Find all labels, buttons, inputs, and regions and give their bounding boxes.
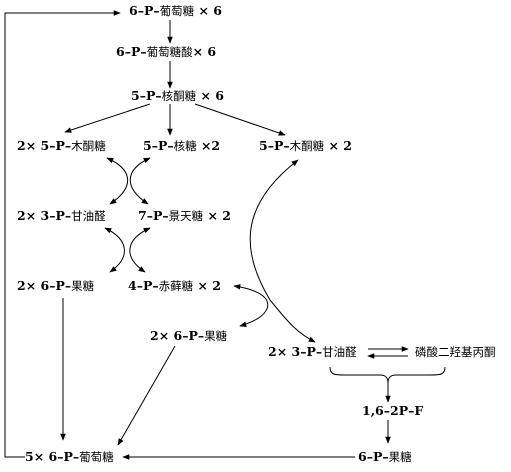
arc-xu5p-to-e4p: [249, 159, 299, 301]
cross-2-b: [129, 227, 151, 273]
arc-to-ga3p: [269, 299, 316, 343]
node-glyceraldehyde-3-phosphate-left: 2× 3–P–甘油醛: [17, 208, 106, 224]
node-dihydroxyacetone-phosphate: 磷酸二羟基丙酮: [415, 345, 496, 359]
node-fructose-6-phosphate-bottom: 6–P–果糖: [358, 449, 412, 465]
node-glyceraldehyde-3-phosphate-right: 2× 3–P–甘油醛: [268, 344, 357, 360]
node-xylulose-5-phosphate-right: 5–P–木酮糖 × 2: [259, 138, 352, 154]
node-6-phosphogluconate: 6–P–葡萄糖酸× 6: [116, 44, 217, 60]
loop-arrow: [4, 10, 121, 458]
node-fructose-6-phosphate-left: 2× 6–P–果糖: [17, 278, 95, 294]
merge-bracket: [329, 366, 446, 384]
arrow-f6p-b-to-output: [117, 345, 176, 446]
arrow-ru5p-to-xu5p-a: [64, 103, 151, 133]
node-fructose-1-6-bisphosphate: 1,6–2P–F: [362, 403, 424, 418]
cross-2-a: [104, 227, 125, 273]
node-glucose-6-phosphate-output: 5× 6–P–葡萄糖: [25, 449, 114, 465]
node-ribulose-5-phosphate: 5–P–核酮糖 × 6: [131, 88, 224, 104]
node-erythrose-4-phosphate: 4–P–赤藓糖 × 2: [128, 278, 221, 294]
node-glucose-6-phosphate: 6–P–葡萄糖 × 6: [129, 3, 222, 19]
node-ribose-5-phosphate: 5–P–核糖 ×2: [143, 138, 221, 154]
cross-1-b: [129, 157, 151, 205]
cross-1-a: [106, 157, 129, 205]
node-sedoheptulose-7-phosphate: 7–P–景天糖 × 2: [138, 208, 231, 224]
arc-e4p-to-f6p: [233, 284, 269, 327]
node-fructose-6-phosphate-middle: 2× 6–P–果糖: [150, 328, 228, 344]
arrow-ru5p-to-xu5p-b: [194, 103, 286, 136]
node-xylulose-5-phosphate-left: 2× 5–P–木酮糖: [17, 138, 106, 154]
